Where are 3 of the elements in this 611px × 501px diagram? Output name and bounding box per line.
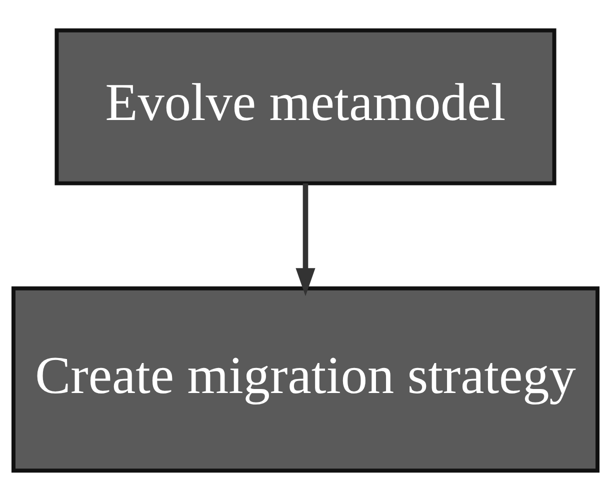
node-box: Evolve metamodel xyxy=(54,28,556,186)
node-box: Create migration strategy xyxy=(11,286,600,473)
arrow xyxy=(296,183,316,296)
